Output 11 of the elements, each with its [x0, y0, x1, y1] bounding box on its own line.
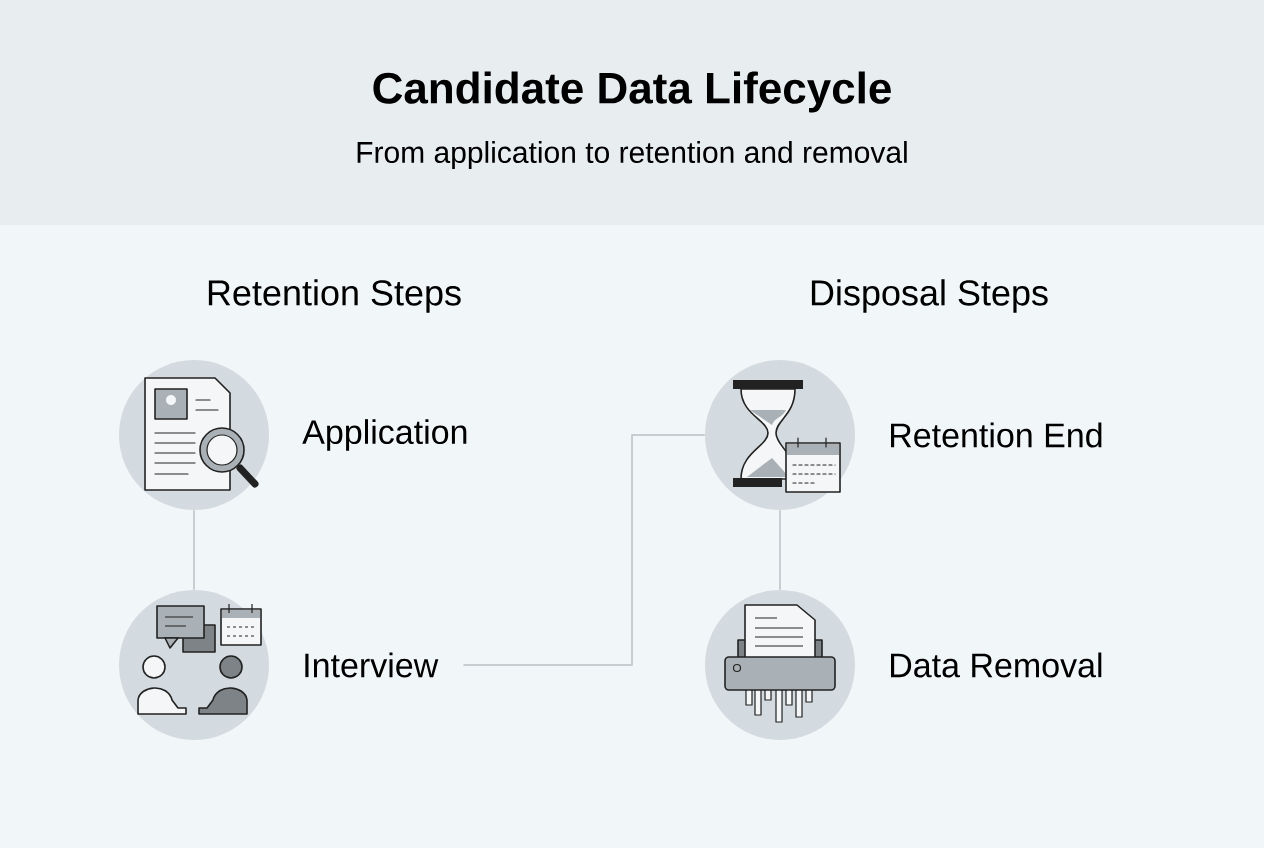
title: Candidate Data Lifecycle [373, 71, 891, 113]
connector-line [462, 434, 706, 666]
connector-line [193, 509, 195, 591]
subtitle: From application to retention and removal [357, 141, 907, 169]
connector-line [779, 509, 781, 591]
step-label: Application [302, 419, 467, 451]
step-label: Interview [305, 652, 439, 678]
section-heading: Retention Steps [208, 279, 461, 313]
section-heading: Disposal Steps [811, 279, 1048, 313]
step-label: Retention End [891, 422, 1102, 448]
step-label: Data Removal [891, 652, 1102, 678]
